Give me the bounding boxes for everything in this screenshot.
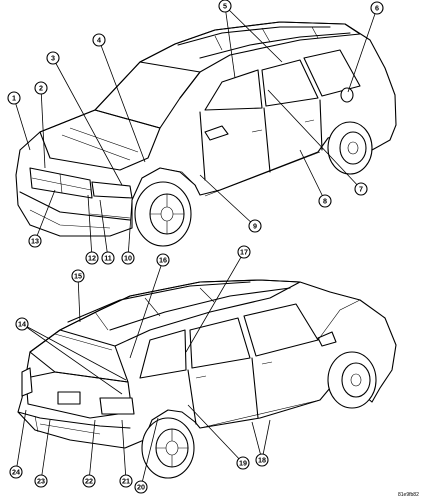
front-view-side-mirror (204, 125, 229, 141)
svg-text:18: 18 (258, 456, 266, 465)
callout-24: 24 (9, 465, 23, 479)
callout-7: 7 (354, 182, 368, 196)
front-view-hood (39, 109, 161, 171)
front-three-quarter-view (15, 21, 397, 247)
rear-view-license-plate (57, 391, 81, 405)
rear-view-roof (59, 279, 301, 347)
rear-view-rear-wheel (141, 417, 195, 479)
svg-text:3: 3 (51, 54, 55, 63)
callout-10: 10 (121, 251, 135, 265)
svg-text:21: 21 (122, 477, 130, 486)
callout-1: 1 (7, 91, 21, 105)
callout-3: 3 (46, 51, 60, 65)
rear-three-quarter-view (17, 279, 397, 479)
svg-text:22: 22 (85, 477, 93, 486)
rear-view-roof-rail-left (67, 281, 251, 323)
svg-text:19: 19 (239, 459, 247, 468)
rear-view-quarter-window (139, 329, 187, 379)
svg-text:10: 10 (124, 254, 132, 263)
front-view-front-door-window (204, 69, 263, 111)
rear-view-front-wheel (327, 351, 377, 409)
rear-view-liftgate-glass (29, 329, 129, 383)
front-view-rear-wheel (327, 121, 373, 175)
front-view-front-fascia (19, 191, 131, 221)
callout-15: 15 (71, 269, 85, 283)
callout-23: 23 (34, 474, 48, 488)
callout-21: 21 (119, 474, 133, 488)
rear-view-rear-fascia (17, 411, 131, 429)
svg-text:15: 15 (74, 272, 82, 281)
callouts: 1 2 3 4 5 6 7 8 9 10 11 12 13 14 15 16 1… (7, 0, 384, 494)
callout-13: 13 (28, 234, 42, 248)
front-view-headlamp (91, 181, 133, 199)
svg-text:7: 7 (359, 185, 363, 194)
callout-5: 5 (218, 0, 232, 13)
callout-9: 9 (248, 219, 262, 233)
front-view-roof-rail-right (199, 32, 351, 59)
rear-view-front-door-window (243, 303, 319, 357)
front-view-fuel-door (340, 87, 354, 103)
front-view-roof (139, 21, 361, 99)
svg-text:4: 4 (97, 36, 101, 45)
callout-8: 8 (318, 194, 332, 208)
svg-text:23: 23 (37, 477, 45, 486)
figure-id: 81e9fb82 (398, 492, 419, 498)
svg-text:11: 11 (104, 254, 112, 263)
svg-text:20: 20 (137, 483, 145, 492)
callout-18: 18 (255, 453, 269, 467)
callout-12: 12 (85, 251, 99, 265)
callout-2: 2 (34, 81, 48, 95)
callout-11: 11 (101, 251, 115, 265)
svg-text:17: 17 (240, 248, 248, 257)
front-view-roof-rail-left (177, 26, 331, 46)
svg-text:16: 16 (159, 256, 167, 265)
callout-4: 4 (92, 33, 106, 47)
callout-20: 20 (134, 480, 148, 494)
leader-lines (13, 5, 378, 488)
callout-6: 6 (370, 1, 384, 15)
svg-text:5: 5 (223, 2, 227, 11)
callout-17: 17 (237, 245, 251, 259)
callout-22: 22 (82, 474, 96, 488)
svg-text:8: 8 (323, 197, 327, 206)
svg-text:13: 13 (31, 237, 39, 246)
svg-text:12: 12 (88, 254, 96, 263)
callout-19: 19 (236, 456, 250, 470)
front-view-rear-door-window (261, 59, 319, 107)
rear-view-rear-door-window (189, 317, 251, 369)
rear-view-tail-lamp-right (99, 397, 135, 415)
svg-text:24: 24 (12, 468, 20, 477)
callout-16: 16 (156, 253, 170, 267)
front-view-front-wheel (134, 181, 192, 247)
svg-text:6: 6 (375, 4, 379, 13)
svg-text:2: 2 (39, 84, 43, 93)
svg-text:14: 14 (18, 320, 26, 329)
rear-view-tail-lamp-left (21, 367, 33, 397)
svg-text:1: 1 (12, 94, 16, 103)
callout-14: 14 (15, 317, 29, 331)
rear-view-roof-rail-right (109, 287, 291, 331)
svg-text:9: 9 (253, 222, 257, 231)
